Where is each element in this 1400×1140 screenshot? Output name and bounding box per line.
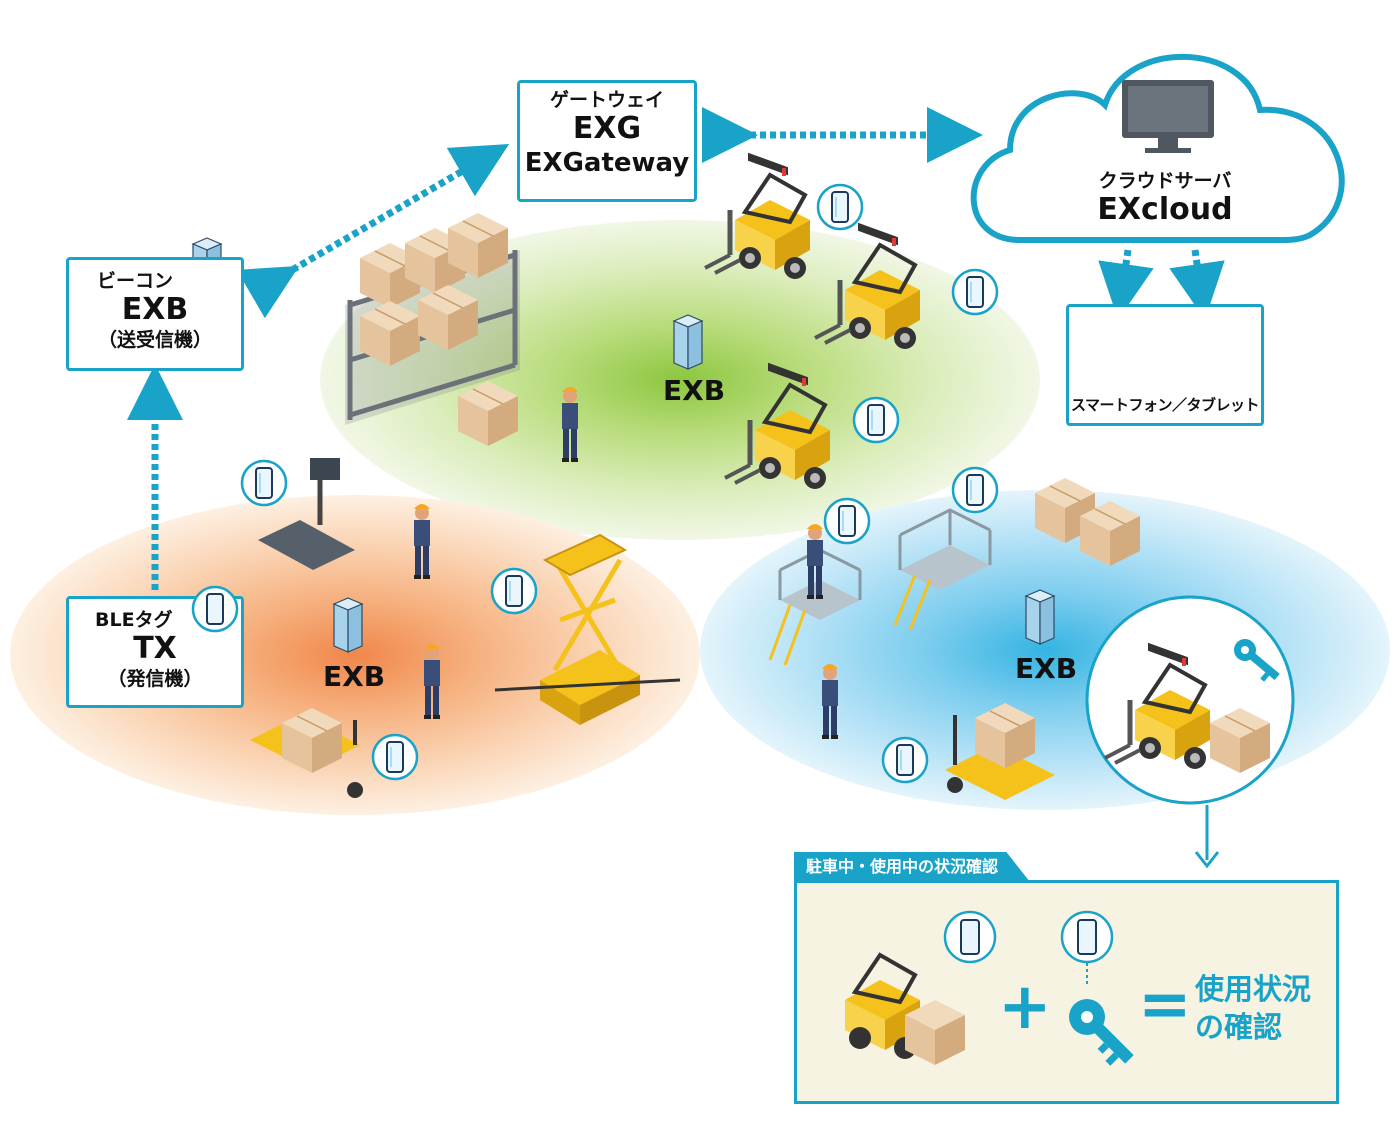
pallet-jack: [945, 715, 1055, 800]
zone-label-green: EXB: [663, 374, 726, 407]
down-chevron-icon: [1194, 851, 1220, 869]
zone-label-orange: EXB: [323, 660, 386, 693]
link-beacon-gateway: [236, 143, 510, 319]
ble-tag-icon: [852, 396, 900, 444]
beacon-role: （送受信機）: [97, 329, 212, 351]
beacon-code: EXB: [121, 292, 189, 327]
link-cloud-devices-right: [1169, 249, 1225, 320]
plus-sign: +: [998, 970, 1052, 1044]
ble-tag-icon: [1060, 910, 1114, 987]
beacon-box: ビーコン EXB （送受信機）: [66, 257, 244, 371]
usage-status-line1: 使用状況: [1195, 972, 1312, 1006]
beacon-kana: ビーコン: [97, 270, 174, 292]
cloud-kana: クラウドサーバ: [1098, 170, 1232, 192]
tag-kana: BLEタグ: [95, 609, 173, 631]
devices-label: スマートフォン／タブレット: [1070, 396, 1260, 414]
gateway-kana: ゲートウェイ: [549, 89, 664, 111]
tag-code: TX: [133, 631, 177, 666]
usage-status-result: 使用状況 の確認: [1195, 970, 1311, 1046]
work-platform: [893, 508, 992, 631]
exb-unit-orange: [333, 597, 363, 653]
ble-tag-icon: [943, 910, 997, 964]
exb-unit-green: [673, 314, 703, 370]
key-icon: [1234, 639, 1280, 682]
ble-tag-icon: [951, 466, 999, 514]
ble-tag-icon: [823, 497, 871, 545]
ble-tag-icon: [371, 733, 419, 781]
exb-unit-blue: [1025, 589, 1055, 645]
ble-tag-icon: [951, 268, 999, 316]
ble-tag-icon: [191, 585, 239, 633]
monitor-icon: [1122, 80, 1214, 153]
gateway-code: EXG: [572, 111, 642, 146]
ble-tag-icon: [881, 736, 929, 784]
cloud-name: EXcloud: [1097, 192, 1233, 227]
status-illustration: [845, 910, 1134, 1066]
devices-box: スマートフォン／タブレット: [1066, 304, 1264, 426]
gateway-name: EXGateway: [524, 148, 690, 178]
scissor-lift: [494, 533, 681, 725]
zone-label-blue: EXB: [1015, 652, 1078, 685]
equals-sign: =: [1138, 968, 1192, 1042]
ble-tag-icon: [816, 183, 864, 231]
blue-zone: [700, 490, 1390, 810]
usage-status-line2: の確認: [1195, 1010, 1283, 1044]
status-panel-tab: 駐車中・使用中の状況確認: [794, 852, 1030, 882]
gateway-box: ゲートウェイ EXG EXGateway: [517, 80, 697, 202]
cloud-label: クラウドサーバ EXcloud: [1060, 170, 1270, 228]
ble-tag-icon: [240, 459, 288, 507]
forklift: [705, 153, 810, 279]
key-icon: [1069, 999, 1134, 1066]
link-cloud-devices-left: [1098, 249, 1154, 320]
tag-role: （発信機）: [107, 668, 203, 690]
ble-tag-icon: [490, 567, 538, 615]
platform-scale: [258, 458, 355, 570]
